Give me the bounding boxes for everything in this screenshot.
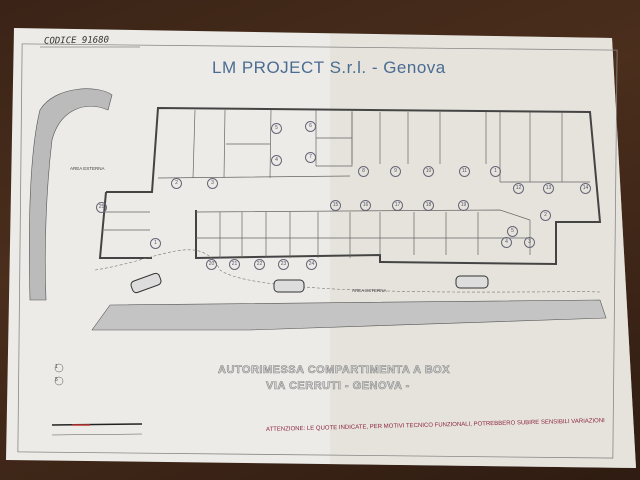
car-icon <box>273 279 305 293</box>
document-title: LM PROJECT S.r.l. - Genova <box>212 58 446 77</box>
box-number-marker: 20 <box>206 259 217 270</box>
building-walls <box>98 106 602 266</box>
box-number-marker: 12 <box>513 183 524 194</box>
box-number-marker: 14 <box>580 183 591 194</box>
exterior-hatched-wall <box>29 88 113 301</box>
box-number-marker: 19 <box>458 200 469 211</box>
box-number-marker: 15 <box>330 200 341 211</box>
legend-symbol <box>54 363 64 373</box>
box-number-marker: 11 <box>459 166 470 177</box>
legend-symbol <box>54 376 64 386</box>
box-number-marker: 3 <box>524 237 535 248</box>
box-number-marker: 24 <box>306 259 317 270</box>
car-icon <box>130 272 162 294</box>
box-partitions <box>104 109 590 258</box>
box-number-marker: 18 <box>423 200 434 211</box>
scale-bar <box>51 423 143 426</box>
subtitle-line-1: AUTORIMESSA COMPARTIMENTA A BOX <box>218 364 451 377</box>
car-icon <box>455 275 489 289</box>
legend-number: 5 <box>55 377 58 383</box>
subtitle-line-2: VIA CERRUTI - GENOVA - <box>266 380 410 393</box>
box-number-marker: 1 <box>150 238 161 249</box>
legend-number: 1 <box>55 364 58 370</box>
cars <box>130 272 489 294</box>
box-number-marker: 2 <box>540 210 551 221</box>
box-number-marker: 8 <box>358 166 369 177</box>
box-number-marker: 3 <box>207 178 218 189</box>
area-label: AREA ESTERNA <box>70 166 105 171</box>
box-number-marker: 13 <box>543 183 554 194</box>
ramp-hatched <box>91 299 607 331</box>
box-number-marker: 5 <box>507 226 518 237</box>
box-number-marker: 2 <box>171 178 182 189</box>
box-number-marker: 17 <box>392 200 403 211</box>
box-number-marker: 22 <box>254 259 265 270</box>
area-label: AREA ESTERNA <box>352 288 387 293</box>
box-number-marker: 10 <box>423 166 434 177</box>
scale-dimension-line <box>51 433 143 436</box>
box-number-marker: 23 <box>278 259 289 270</box>
box-number-marker: 6 <box>305 121 316 132</box>
box-number-marker: 16 <box>360 200 371 211</box>
box-number-marker: 25 <box>96 202 107 213</box>
box-number-marker: 7 <box>305 152 316 163</box>
box-number-marker: 21 <box>229 259 240 270</box>
paper-shadow <box>330 34 636 468</box>
sheet-border <box>17 43 618 459</box>
box-number-marker: 4 <box>271 155 282 166</box>
driveway-path <box>94 249 601 293</box>
box-number-marker: 1 <box>490 166 501 177</box>
box-number-marker: 5 <box>271 123 282 134</box>
box-number-marker: 9 <box>390 166 401 177</box>
handwritten-code: CODICE 91680 <box>43 35 110 47</box>
box-number-marker: 4 <box>501 237 512 248</box>
